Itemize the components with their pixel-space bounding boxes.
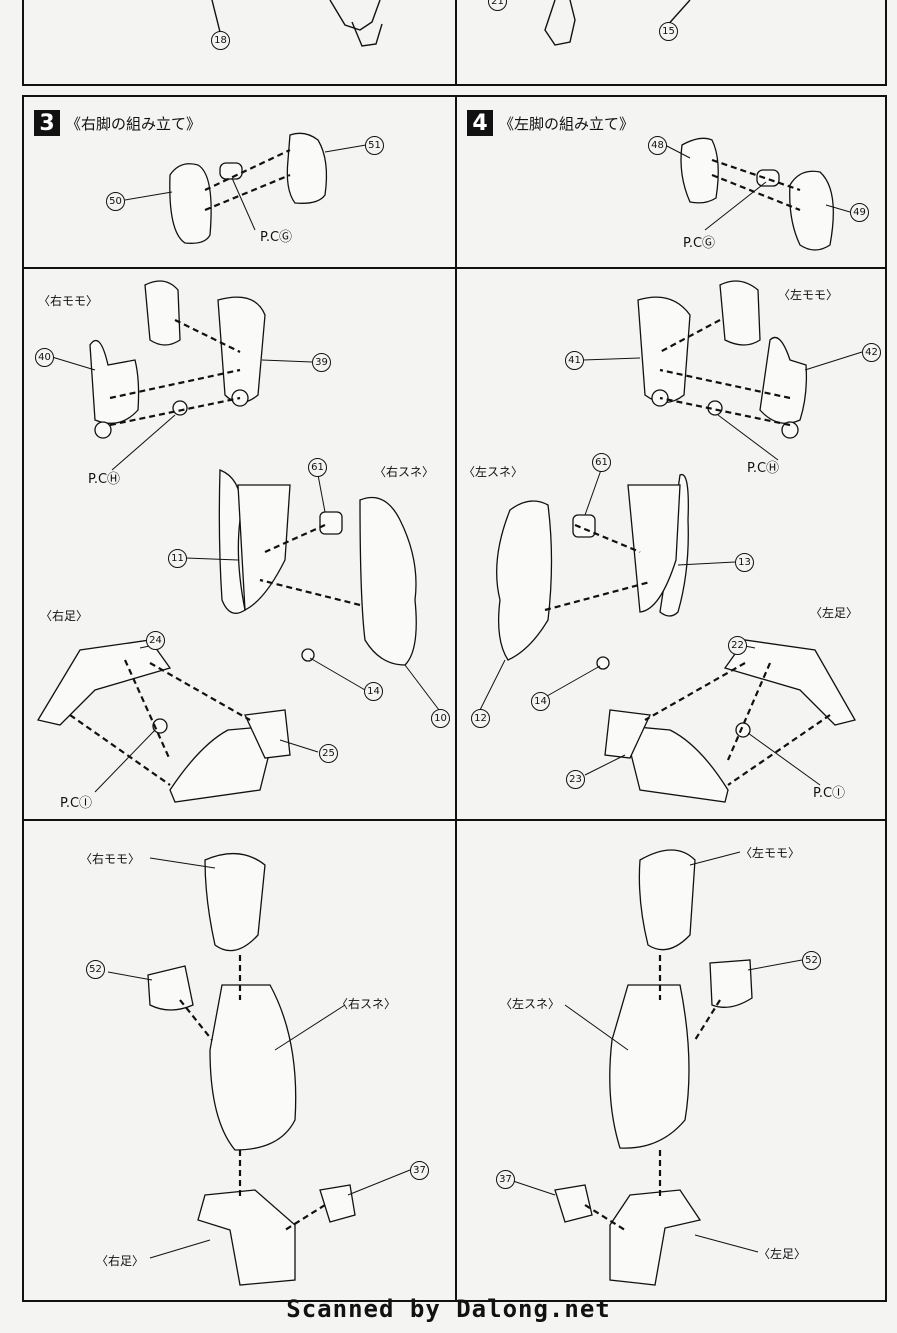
- label-right-foot-bottom: 〈右足〉: [96, 1254, 145, 1268]
- part-24: 24: [146, 631, 165, 650]
- pc-h-left: P.CⒽ: [747, 461, 780, 476]
- part-42: 42: [862, 343, 881, 362]
- part-23: 23: [566, 770, 585, 789]
- part-52-left: 52: [802, 951, 821, 970]
- step4-title: 《左脚の組み立て》: [499, 114, 635, 133]
- pc-g-left: P.CⒼ: [683, 236, 716, 251]
- part-49: 49: [850, 203, 869, 222]
- step3-title: 《右脚の組み立て》: [66, 114, 202, 133]
- top-panel-right: [455, 0, 887, 86]
- part-40: 40: [35, 348, 54, 367]
- part-12: 12: [471, 709, 490, 728]
- part-48: 48: [648, 136, 667, 155]
- pc-g-right: P.CⒼ: [260, 230, 293, 245]
- step3-header: 3 《右脚の組み立て》: [34, 110, 201, 136]
- label-right-foot-top: 〈右足〉: [40, 609, 89, 623]
- main-frame: [22, 95, 887, 1302]
- pc-h-right: P.CⒽ: [88, 472, 121, 487]
- part-25: 25: [319, 744, 338, 763]
- label-left-foot-bottom: 〈左足〉: [758, 1247, 807, 1261]
- part-61-right: 61: [308, 458, 327, 477]
- label-right-thigh-top: 〈右モモ〉: [38, 294, 99, 308]
- label-left-shin-bottom: 〈左スネ〉: [500, 997, 561, 1011]
- label-left-shin-top: 〈左スネ〉: [463, 465, 524, 479]
- part-50: 50: [106, 192, 125, 211]
- callout-18: 18: [211, 31, 230, 50]
- label-left-thigh-bottom: 〈左モモ〉: [740, 846, 801, 860]
- label-right-shin-bottom: 〈右スネ〉: [336, 997, 397, 1011]
- step3-number: 3: [34, 110, 60, 136]
- part-61-left: 61: [592, 453, 611, 472]
- step4-header: 4 《左脚の組み立て》: [467, 110, 634, 136]
- part-13: 13: [735, 553, 754, 572]
- label-right-thigh-bottom: 〈右モモ〉: [80, 852, 141, 866]
- scan-credit: Scanned by Dalong.net: [286, 1295, 611, 1323]
- callout-15: 15: [659, 22, 678, 41]
- pc-i-left: P.CⒾ: [813, 786, 846, 801]
- part-41: 41: [565, 351, 584, 370]
- part-14-right: 14: [364, 682, 383, 701]
- label-right-shin-top: 〈右スネ〉: [374, 465, 435, 479]
- part-52-right: 52: [86, 960, 105, 979]
- part-51: 51: [365, 136, 384, 155]
- part-39: 39: [312, 353, 331, 372]
- label-left-foot-top: 〈左足〉: [810, 606, 859, 620]
- part-10: 10: [431, 709, 450, 728]
- label-left-thigh-top: 〈左モモ〉: [778, 288, 839, 302]
- pc-i-right: P.CⒾ: [60, 796, 93, 811]
- part-14-left: 14: [531, 692, 550, 711]
- part-11: 11: [168, 549, 187, 568]
- part-37-right: 37: [410, 1161, 429, 1180]
- part-22: 22: [728, 636, 747, 655]
- step4-number: 4: [467, 110, 493, 136]
- part-37-left: 37: [496, 1170, 515, 1189]
